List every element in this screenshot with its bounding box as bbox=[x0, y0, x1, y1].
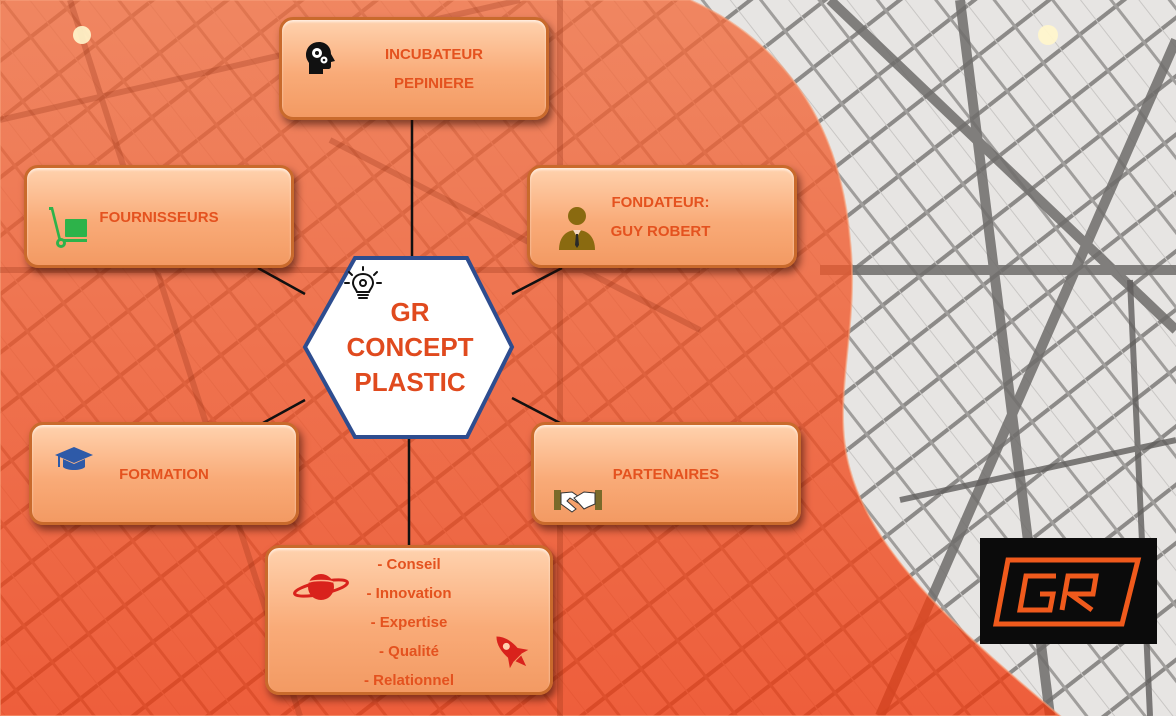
rocket-icon bbox=[496, 636, 529, 669]
center-title: GR CONCEPT PLASTIC bbox=[346, 297, 474, 397]
handshake-icon bbox=[554, 490, 602, 513]
gr-logo bbox=[980, 538, 1157, 644]
node-valeurs: - Conseil - Innovation - Expertise - Qua… bbox=[265, 545, 553, 695]
head-gears-icon bbox=[306, 42, 335, 74]
planet-icon bbox=[293, 574, 349, 600]
graduation-cap-icon bbox=[55, 447, 93, 470]
center-hexagon bbox=[302, 256, 515, 439]
node-fournisseurs: FOURNISSEURS bbox=[24, 165, 294, 268]
node-formation: FORMATION bbox=[29, 422, 299, 525]
node-incubateur: INCUBATEUR PEPINIERE bbox=[279, 17, 549, 120]
node-fondateur: FONDATEUR: GUY ROBERT bbox=[527, 165, 797, 268]
lightbulb-gear-icon bbox=[344, 266, 382, 299]
businessman-icon bbox=[559, 207, 595, 250]
node-partenaires: PARTENAIRES bbox=[531, 422, 801, 525]
hand-truck-icon bbox=[49, 207, 87, 248]
